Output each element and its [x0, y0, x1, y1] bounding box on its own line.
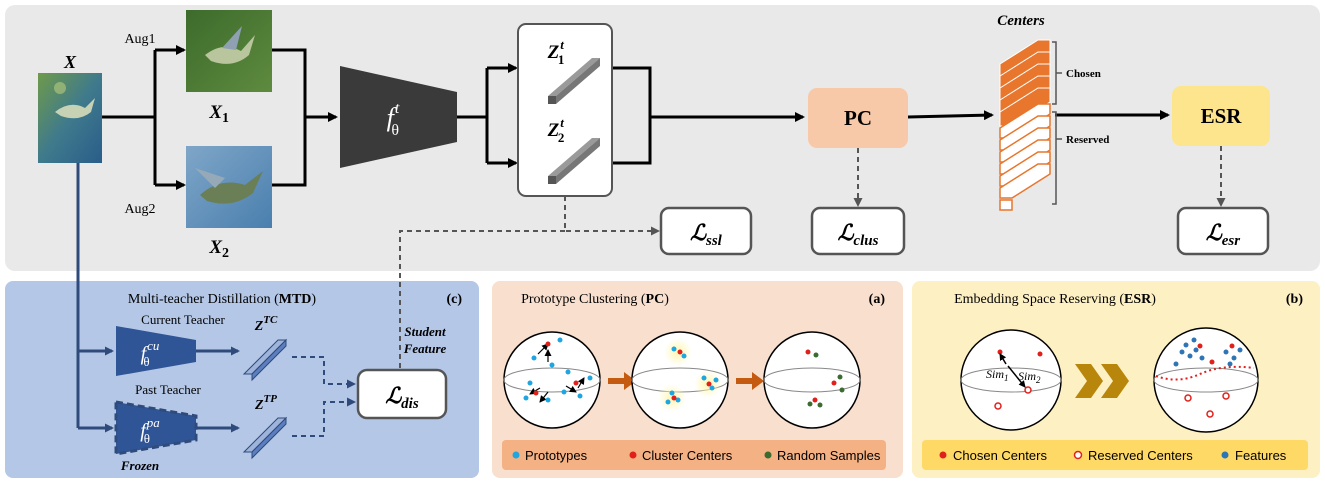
pc-legend-cluster-centers: Cluster Centers [642, 448, 733, 463]
pc-sphere-3 [763, 331, 861, 429]
augmented-image-1 [186, 10, 272, 92]
esr-legend-features: Features [1235, 448, 1287, 463]
reserved-legend-dot [1073, 450, 1083, 460]
loss-clus-label: ℒclus [838, 220, 879, 249]
esr-box [1172, 86, 1270, 146]
loss-ssl-box [659, 206, 753, 256]
esr-panel-tag: (b) [1286, 292, 1303, 307]
esr-sphere-1: Sim1 Sim2 [960, 329, 1062, 431]
flow-lines [102, 45, 1170, 190]
sim2-label: Sim2 [1018, 369, 1041, 385]
pc-panel-tag: (a) [869, 292, 886, 307]
esr-legend-reserved-centers: Reserved Centers [1088, 448, 1193, 463]
current-teacher-label: Current Teacher [141, 312, 225, 327]
input-image [38, 73, 102, 163]
z2-feature-bar [548, 138, 600, 184]
pc-legend-prototypes: Prototypes [525, 448, 588, 463]
x2-label: X2 [208, 237, 229, 261]
pc-box [808, 88, 908, 148]
pc-arrow-1 [608, 372, 636, 390]
pc-legend-box [502, 440, 886, 470]
esr-chevrons [1075, 364, 1129, 398]
sim1-label: Sim1 [986, 367, 1009, 383]
z-tc-bar [242, 338, 288, 382]
esr-panel-title: Embedding Space Reserving (ESR) [954, 292, 1156, 307]
centers-stack [999, 39, 1051, 211]
teacher-encoder [340, 66, 457, 168]
loss-ssl-label: ℒssl [690, 220, 723, 249]
aug1-label: Aug1 [124, 32, 155, 47]
x1-label: X1 [208, 102, 229, 126]
augmented-image-2 [186, 146, 272, 228]
esr-legend-box [922, 440, 1308, 470]
pc-arrow-2 [736, 372, 764, 390]
random-legend-dot [764, 451, 772, 459]
esr-box-label: ESR [1201, 104, 1243, 128]
input-label: X [63, 52, 77, 72]
esr-legend-chosen-centers: Chosen Centers [953, 448, 1047, 463]
pc-sphere-2 [631, 331, 729, 429]
top-panel [5, 5, 1320, 271]
reserved-label: Reserved [1066, 134, 1109, 146]
pc-panel-title: Prototype Clustering (PC) [521, 292, 669, 307]
pc-sphere-1 [503, 331, 601, 429]
esr-sphere-2 [1153, 327, 1259, 433]
loss-clus-box [810, 206, 906, 256]
z-tp-bar [242, 416, 288, 460]
chosen-label: Chosen [1066, 68, 1101, 80]
frozen-label: Frozen [120, 458, 159, 473]
aug2-label: Aug2 [124, 202, 155, 217]
student-feature-label-2: Feature [403, 341, 447, 356]
past-teacher-label: Past Teacher [135, 382, 201, 397]
cluster-legend-dot [629, 451, 637, 459]
centers-label: Centers [997, 13, 1045, 29]
mtd-title: Multi-teacher Distillation (MTD) [128, 292, 317, 307]
mtd-tag: (c) [446, 292, 462, 307]
chosen-legend-dot [939, 451, 947, 459]
past-teacher-encoder [114, 400, 198, 456]
z1-feature-bar [548, 58, 600, 104]
loss-esr-box [1176, 206, 1270, 256]
reserved-bracket [1052, 111, 1057, 205]
prototype-legend-dot [512, 451, 520, 459]
dashed-arrows [395, 146, 1226, 385]
student-feature-label-1: Student [404, 324, 446, 339]
loss-dis-box [356, 368, 448, 420]
loss-esr-label: ℒesr [1206, 220, 1240, 249]
pc-legend-random-samples: Random Samples [777, 448, 881, 463]
features-legend-dot [1221, 451, 1229, 459]
loss-dis-label: ℒdis [385, 383, 419, 412]
pc-box-label: PC [844, 106, 872, 130]
current-teacher-encoder [116, 326, 196, 376]
